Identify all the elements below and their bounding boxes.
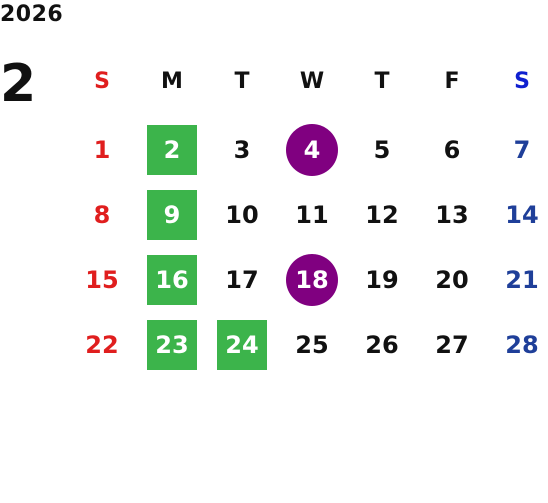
day-number: 6: [443, 136, 461, 164]
year-label: 2026: [0, 2, 64, 27]
day-cell-highlighted[interactable]: 16: [137, 255, 207, 305]
day-number: 11: [295, 201, 329, 229]
day-cell[interactable]: 6: [417, 125, 487, 175]
day-cell-highlighted[interactable]: 23: [137, 320, 207, 370]
day-cell[interactable]: 7: [487, 125, 548, 175]
day-cell[interactable]: 25: [277, 320, 347, 370]
highlight-circle: [286, 124, 338, 176]
highlight-square: [147, 190, 197, 240]
day-number: 21: [505, 266, 539, 294]
day-cell[interactable]: 3: [207, 125, 277, 175]
day-cell-highlighted[interactable]: 2: [137, 125, 207, 175]
weekday-tue: T: [234, 68, 250, 94]
day-cell-highlighted[interactable]: 9: [137, 190, 207, 240]
day-number: 17: [225, 266, 259, 294]
day-cell[interactable]: 1: [67, 125, 137, 175]
highlight-square: [147, 320, 197, 370]
day-number: 3: [233, 136, 251, 164]
day-number: 7: [513, 136, 531, 164]
highlight-square: [217, 320, 267, 370]
day-cell[interactable]: 28: [487, 320, 548, 370]
weekday-mon: M: [161, 68, 183, 94]
day-number: 5: [373, 136, 391, 164]
day-cell[interactable]: 26: [347, 320, 417, 370]
day-number: 2: [163, 136, 181, 164]
day-number: 10: [225, 201, 259, 229]
day-cell[interactable]: 21: [487, 255, 548, 305]
day-number: 27: [435, 331, 469, 359]
day-cell[interactable]: 14: [487, 190, 548, 240]
day-number: 28: [505, 331, 539, 359]
day-number: 26: [365, 331, 399, 359]
month-label: 2: [0, 54, 37, 114]
day-number: 4: [303, 136, 321, 164]
day-number: 15: [85, 266, 119, 294]
day-number: 8: [93, 201, 111, 229]
day-cell-circled[interactable]: 18: [277, 254, 347, 306]
weekday-sun: S: [94, 68, 110, 94]
day-cell[interactable]: 22: [67, 320, 137, 370]
weekday-sat: S: [514, 68, 530, 94]
day-cell[interactable]: 10: [207, 190, 277, 240]
day-number: 9: [163, 201, 181, 229]
day-number: 23: [155, 331, 189, 359]
day-number: 12: [365, 201, 399, 229]
highlight-square: [147, 125, 197, 175]
day-number: 14: [505, 201, 539, 229]
day-number: 18: [295, 266, 329, 294]
highlight-square: [147, 255, 197, 305]
day-cell[interactable]: 11: [277, 190, 347, 240]
day-number: 25: [295, 331, 329, 359]
day-number: 16: [155, 266, 189, 294]
day-cell-highlighted[interactable]: 24: [207, 320, 277, 370]
day-cell[interactable]: 13: [417, 190, 487, 240]
day-cell[interactable]: 17: [207, 255, 277, 305]
day-number: 19: [365, 266, 399, 294]
day-cell[interactable]: 12: [347, 190, 417, 240]
day-number: 13: [435, 201, 469, 229]
day-cell[interactable]: 27: [417, 320, 487, 370]
day-number: 22: [85, 331, 119, 359]
day-cell[interactable]: 19: [347, 255, 417, 305]
weekday-wed: W: [299, 68, 325, 94]
day-number: 24: [225, 331, 259, 359]
day-cell[interactable]: 8: [67, 190, 137, 240]
day-number: 20: [435, 266, 469, 294]
weekday-fri: F: [444, 68, 460, 94]
highlight-circle: [286, 254, 338, 306]
day-cell[interactable]: 15: [67, 255, 137, 305]
day-cell-circled[interactable]: 4: [277, 124, 347, 176]
weekday-thu: T: [374, 68, 390, 94]
day-cell[interactable]: 20: [417, 255, 487, 305]
day-number: 1: [93, 136, 111, 164]
day-cell[interactable]: 5: [347, 125, 417, 175]
